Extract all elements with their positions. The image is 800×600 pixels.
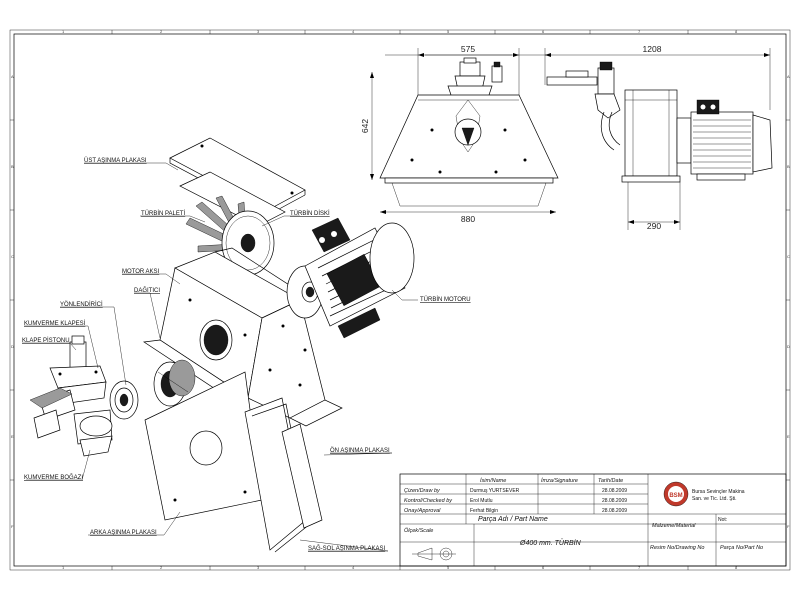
zone-col-7-bottom: 7 xyxy=(638,565,641,570)
tb-col-signature: İmza/Signature xyxy=(541,477,578,484)
zone-col-1-bottom: 1 xyxy=(62,565,65,570)
label-front-wear-plate: ÖN AŞINMA PLAKASI xyxy=(330,447,390,454)
label-sand-neck: KUMVERME BOĞAZI xyxy=(24,474,83,481)
tb-col-date: Tarih/Date xyxy=(598,478,623,484)
zone-row-d: D xyxy=(11,344,14,349)
label-motor-shaft: MOTOR AKSI xyxy=(122,269,160,275)
tb-company-line2: San. ve Tic. Ltd. Şti. xyxy=(692,496,736,502)
tb-checked-date: 28.08.2009 xyxy=(602,498,627,504)
dim-front-bottom: 880 xyxy=(461,214,475,224)
zone-ticks xyxy=(10,30,790,570)
zone-col-5-bottom: 5 xyxy=(447,565,450,570)
zone-row-f: F xyxy=(11,524,14,529)
zone-col-6-bottom: 6 xyxy=(542,565,545,570)
tb-part-name: Ø400 mm. TÜRBİN xyxy=(519,539,582,547)
exploded-assembly xyxy=(29,137,415,553)
tb-approval-date: 28.08.2009 xyxy=(602,508,627,514)
leader-lines xyxy=(22,162,418,552)
tb-scale-label: Ölçek/Scale xyxy=(404,527,433,534)
tb-col-name: İsim/Name xyxy=(480,477,506,484)
turbine-motor xyxy=(286,217,415,339)
tb-part-name-label: Parça Adı / Part Name xyxy=(478,516,548,523)
zone-row-e-right: E xyxy=(787,434,790,439)
zone-col-7: 7 xyxy=(638,29,641,34)
front-view: 575 642 880 xyxy=(360,44,559,224)
tb-drawn-name: Durmuş YURTSEVER xyxy=(470,488,520,494)
dim-side-bottom: 290 xyxy=(647,221,661,231)
label-top-wear-plate: ÜST AŞINMA PLAKASI xyxy=(84,157,147,164)
zone-row-e: E xyxy=(11,434,14,439)
zone-labels: 1 2 3 4 5 6 7 8 1 2 3 4 5 6 7 8 A B C D … xyxy=(11,29,790,570)
tb-drawing-no-label: Resim No/Drawing No xyxy=(650,545,704,551)
side-view: 1208 290 xyxy=(544,44,773,231)
zone-col-3: 3 xyxy=(257,29,260,34)
zone-col-4-bottom: 4 xyxy=(352,565,355,570)
tb-checked-name: Erol Mutlu xyxy=(470,498,493,504)
label-valve-piston: KLAPE PİSTONU xyxy=(22,337,70,344)
logo-text: BSM xyxy=(669,493,682,499)
zone-col-6: 6 xyxy=(542,29,545,34)
label-director: YÖNLENDİRİCİ xyxy=(60,301,103,308)
tb-approval-name: Ferhat Bilgin xyxy=(470,508,498,514)
callouts: ÜST AŞINMA PLAKASI TÜRBİN PALETİ TÜRBİN … xyxy=(22,157,471,552)
zone-col-8: 8 xyxy=(735,29,738,34)
tb-row-checked: Kontrol/Checked by xyxy=(404,498,453,504)
company-logo: BSM xyxy=(663,481,689,507)
tb-row-drawn: Çizen/Draw by xyxy=(404,488,441,494)
zone-row-b: B xyxy=(11,164,14,169)
dim-side-top: 1208 xyxy=(643,44,662,54)
zone-row-a: A xyxy=(11,74,14,79)
zone-col-5: 5 xyxy=(447,29,450,34)
zone-row-c-right: C xyxy=(787,254,790,259)
label-turbine-motor: TÜRBİN MOTORU xyxy=(420,296,471,303)
label-distributor: DAĞITICI xyxy=(134,287,160,294)
tb-note-label: Not: xyxy=(718,517,727,523)
zone-col-8-bottom: 8 xyxy=(735,565,738,570)
dim-front-height: 642 xyxy=(360,119,370,133)
zone-row-d-right: D xyxy=(787,344,790,349)
label-sand-valve: KUMVERME KLAPESİ xyxy=(24,320,86,327)
title-block: İsim/Name İmza/Signature Tarih/Date Çize… xyxy=(399,473,787,567)
zone-col-3-bottom: 3 xyxy=(257,565,260,570)
distributor xyxy=(153,359,196,407)
dim-front-top: 575 xyxy=(461,44,475,54)
tb-row-approval: Onay/Approval xyxy=(404,508,441,514)
tb-company-line1: Bursa Sevinçler Makina xyxy=(692,489,745,495)
label-turbine-blade: TÜRBİN PALETİ xyxy=(141,210,186,217)
label-side-wear-plate: SAĞ-SOL AŞINMA PLAKASI xyxy=(308,545,385,552)
tb-material-label: Malzeme/Material xyxy=(652,523,696,529)
tb-part-no-label: Parça No/Part No xyxy=(720,545,763,551)
zone-row-f-right: F xyxy=(787,524,790,529)
zone-row-a-right: A xyxy=(787,74,790,79)
projection-symbol xyxy=(412,547,456,561)
label-back-wear-plate: ARKA AŞINMA PLAKASI xyxy=(90,530,157,536)
label-turbine-disk: TÜRBİN DİSKİ xyxy=(290,210,330,217)
front-wear-plate xyxy=(281,423,323,529)
zone-col-1: 1 xyxy=(62,29,65,34)
zone-col-2: 2 xyxy=(160,29,163,34)
zone-row-c: C xyxy=(11,254,14,259)
director xyxy=(109,380,139,420)
zone-col-2-bottom: 2 xyxy=(160,565,163,570)
zone-col-4: 4 xyxy=(352,29,355,34)
tb-drawn-date: 28.08.2009 xyxy=(602,488,627,494)
zone-row-b-right: B xyxy=(787,164,790,169)
valve-assembly xyxy=(29,335,113,457)
